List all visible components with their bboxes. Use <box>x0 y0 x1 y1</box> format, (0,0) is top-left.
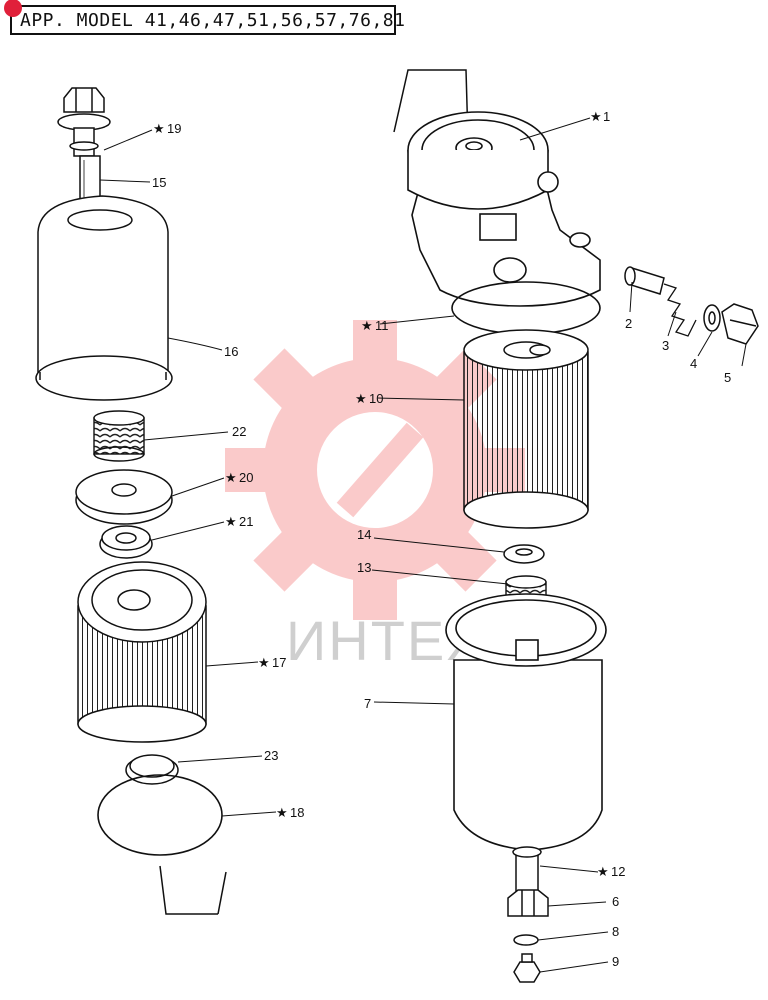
svg-text:16: 16 <box>224 344 238 359</box>
part-10-filter-element <box>463 329 589 529</box>
callout-8: 8 <box>612 924 619 939</box>
star-icon: ★ <box>225 471 237 486</box>
callout-9: 9 <box>612 954 619 969</box>
part-23-ring <box>125 754 179 785</box>
callout-20: ★ 20 <box>225 470 253 486</box>
part-22-spring <box>93 410 145 462</box>
callout-labels: ★ 19 15 16 22 ★ 20 ★ 21 ★ 17 <box>152 109 731 969</box>
svg-text:15: 15 <box>152 175 166 190</box>
part-18-o-ring <box>97 774 223 856</box>
part-6-nut <box>507 889 549 917</box>
star-icon: ★ <box>258 656 270 671</box>
callout-17: ★ 17 <box>258 655 286 671</box>
svg-text:23: 23 <box>264 748 278 763</box>
star-icon: ★ <box>361 319 373 334</box>
part-9-drain-plug <box>513 953 541 983</box>
callout-15: 15 <box>152 175 166 190</box>
part-12-stem <box>512 846 542 897</box>
callout-18: ★ 18 <box>276 805 304 821</box>
svg-text:11: 11 <box>375 318 389 333</box>
svg-text:14: 14 <box>357 527 371 542</box>
svg-text:2: 2 <box>625 316 632 331</box>
part-17-filter-element <box>77 561 207 743</box>
svg-text:18: 18 <box>290 805 304 820</box>
part-21-seal <box>99 525 153 559</box>
right-bracket-lines <box>393 69 469 141</box>
callout-11: ★ 11 <box>361 318 389 334</box>
callout-14: 14 <box>357 527 371 542</box>
svg-text:22: 22 <box>232 424 246 439</box>
svg-text:12: 12 <box>611 864 625 879</box>
svg-text:1: 1 <box>603 109 610 124</box>
callout-22: 22 <box>232 424 246 439</box>
callout-2: 2 <box>625 316 632 331</box>
star-icon: ★ <box>590 110 602 125</box>
callout-5: 5 <box>724 370 731 385</box>
part-19-bolt <box>57 87 111 157</box>
left-bracket-lines <box>159 865 227 915</box>
star-icon: ★ <box>276 806 288 821</box>
part-7-filter-bowl <box>445 593 607 851</box>
part-3-spring <box>663 283 697 337</box>
part-5-bolt <box>721 303 759 345</box>
callout-19: ★ 19 <box>153 121 181 137</box>
svg-text:8: 8 <box>612 924 619 939</box>
callout-10: ★ 10 <box>355 391 383 407</box>
callout-4: 4 <box>690 356 697 371</box>
svg-text:21: 21 <box>239 514 253 529</box>
part-2-pin <box>624 266 665 295</box>
svg-text:13: 13 <box>357 560 371 575</box>
svg-text:17: 17 <box>272 655 286 670</box>
svg-text:9: 9 <box>612 954 619 969</box>
part-1-filter-head <box>407 111 601 307</box>
svg-text:3: 3 <box>662 338 669 353</box>
leader-lines <box>99 117 747 973</box>
svg-text:20: 20 <box>239 470 253 485</box>
callout-21: ★ 21 <box>225 514 253 530</box>
part-20-plate <box>75 469 173 525</box>
svg-text:10: 10 <box>369 391 383 406</box>
callout-1: ★ 1 <box>590 109 610 125</box>
svg-text:19: 19 <box>167 121 181 136</box>
callout-6: 6 <box>612 894 619 909</box>
callout-16: 16 <box>224 344 238 359</box>
corner-badge <box>4 0 22 17</box>
part-4-washer <box>703 304 721 332</box>
callout-13: 13 <box>357 560 371 575</box>
part-8-ring <box>513 934 539 946</box>
model-header: APP. MODEL 41,46,47,51,56,57,76,81 <box>4 0 405 35</box>
star-icon: ★ <box>355 392 367 407</box>
star-icon: ★ <box>225 515 237 530</box>
svg-text:6: 6 <box>612 894 619 909</box>
callout-23: 23 <box>264 748 278 763</box>
callout-12: ★ 12 <box>597 864 625 880</box>
model-header-text: APP. MODEL 41,46,47,51,56,57,76,81 <box>20 10 406 31</box>
svg-text:5: 5 <box>724 370 731 385</box>
svg-text:4: 4 <box>690 356 697 371</box>
callout-3: 3 <box>662 338 669 353</box>
part-14-washer <box>503 544 545 564</box>
svg-text:7: 7 <box>364 696 371 711</box>
part-16-filter-housing <box>35 195 173 401</box>
star-icon: ★ <box>597 865 609 880</box>
star-icon: ★ <box>153 122 165 137</box>
callout-7: 7 <box>364 696 371 711</box>
